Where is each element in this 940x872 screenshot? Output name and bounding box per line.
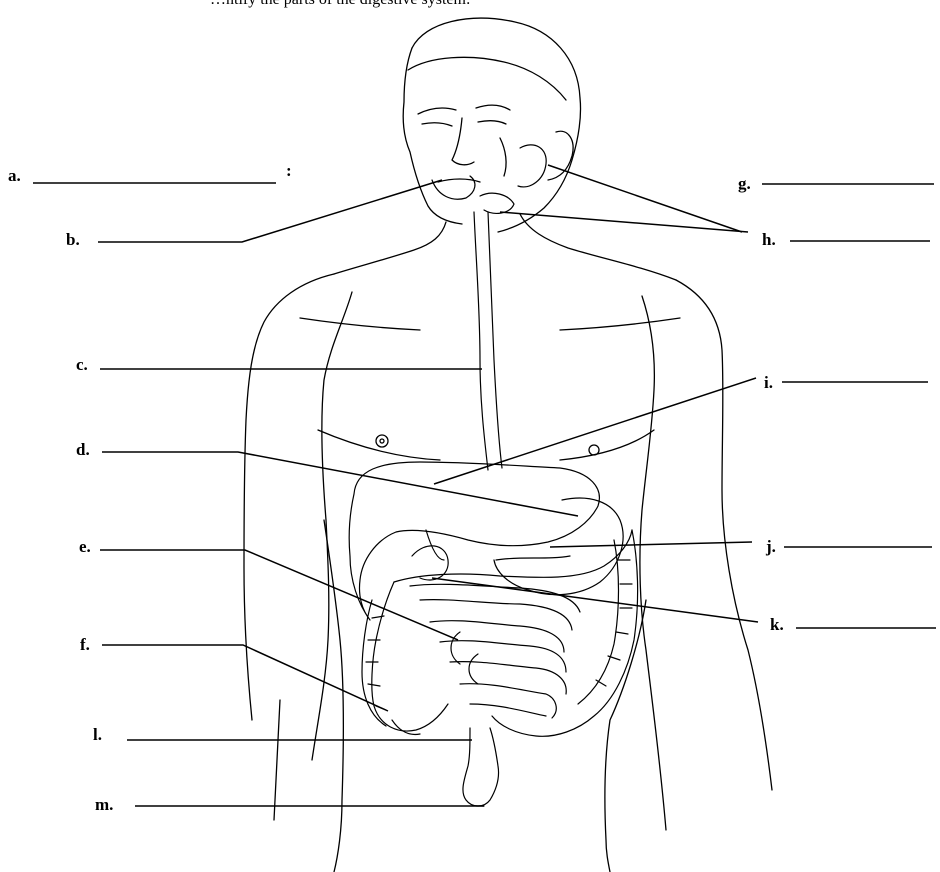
label-m: m. <box>95 795 113 814</box>
esophagus <box>474 212 488 470</box>
leader-e <box>100 550 458 640</box>
label-l: l. <box>93 725 102 744</box>
label-e: e. <box>79 537 91 556</box>
label-j: j. <box>765 537 776 556</box>
body-outline <box>244 18 772 872</box>
gallbladder <box>426 530 444 560</box>
label-c: c. <box>76 355 88 374</box>
large-intestine <box>362 530 638 736</box>
leader-d <box>102 452 578 516</box>
pancreas <box>496 556 570 560</box>
label-h: h. <box>762 230 776 249</box>
labels: a. : b. c. d. e. f. l. m. g. h. i. j. k. <box>8 161 784 814</box>
submandibular-gland <box>480 193 514 213</box>
appendix <box>392 720 420 734</box>
label-d: d. <box>76 440 90 459</box>
digestive-organs <box>349 145 637 806</box>
label-b: b. <box>66 230 80 249</box>
leader-f <box>102 645 388 711</box>
parotid-gland <box>518 145 546 187</box>
label-k: k. <box>770 615 784 634</box>
leader-lines <box>33 165 936 806</box>
leader-b <box>98 180 442 242</box>
label-f: f. <box>80 635 90 654</box>
small-intestine <box>410 546 580 718</box>
label-colon: : <box>286 161 292 180</box>
label-g: g. <box>738 174 751 193</box>
label-i: i. <box>764 373 773 392</box>
label-a: a. <box>8 166 21 185</box>
